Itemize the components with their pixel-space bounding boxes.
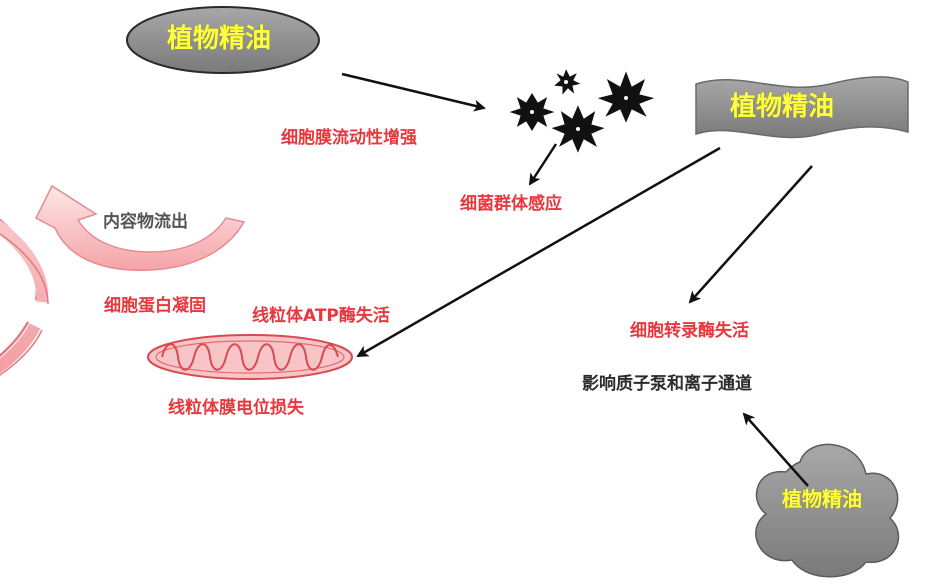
- mitochondrion: [147, 334, 353, 380]
- label-mito-membrane-potential: 线粒体膜电位损失: [168, 398, 304, 418]
- oil-label-bottom-right: 植物精油: [782, 487, 862, 511]
- mitochondrion-cristae: [161, 343, 339, 371]
- label-pumps-channels: 影响质子泵和离子通道: [582, 374, 752, 394]
- arrow-bacteria-to-quorum: [528, 143, 558, 186]
- arrow-oil-to-transcriptase: [688, 165, 813, 304]
- label-membrane-fluidity: 细胞膜流动性增强: [281, 128, 417, 148]
- label-quorum-sensing: 细菌群体感应: [460, 194, 562, 214]
- arrow-oil-to-mitochondrion: [356, 146, 721, 358]
- label-content-outflow: 内容物流出: [103, 212, 188, 232]
- arrows: [341, 72, 813, 487]
- oil-label-top-left: 植物精油: [167, 24, 272, 54]
- oil-shape-top-left: [126, 6, 320, 74]
- label-protein-coagulation: 细胞蛋白凝固: [104, 296, 206, 316]
- cell-membrane-outer: [0, 218, 39, 358]
- cell-membrane: [0, 218, 49, 376]
- cell-membrane-inner: [0, 232, 49, 376]
- oil-shape-bottom-right: [755, 443, 900, 578]
- arrow-oil-to-pumps: [742, 412, 809, 487]
- outflow-arrow: [35, 184, 246, 271]
- label-mito-atp-inactivation: 线粒体ATP酶失活: [252, 306, 390, 326]
- oil-label-top-right: 植物精油: [730, 92, 835, 122]
- oil-shape-top-right: [695, 76, 909, 139]
- label-transcriptase-inactivation: 细胞转录酶失活: [630, 321, 749, 341]
- bacteria-stars: [506, 66, 658, 156]
- arrow-oil-to-bacteria: [341, 72, 486, 112]
